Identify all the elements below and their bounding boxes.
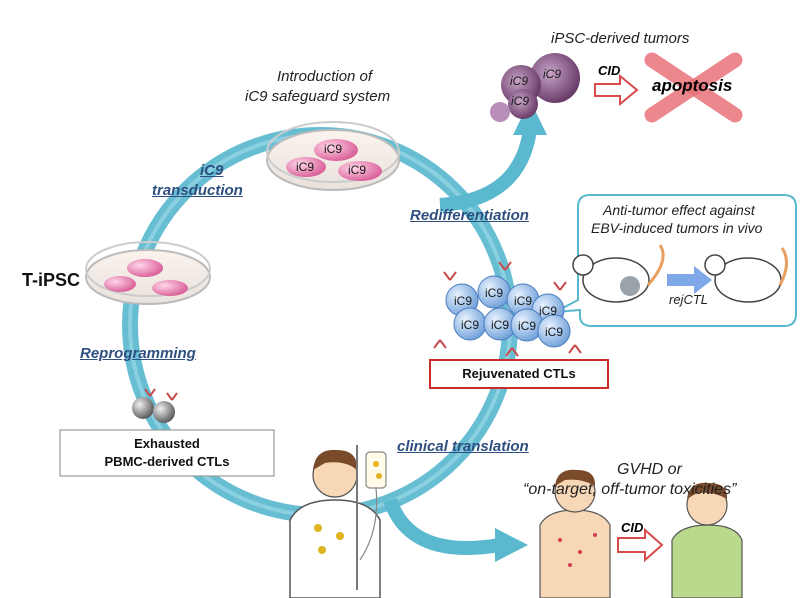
reprogramming-label: Reprogramming <box>80 345 196 362</box>
intro-text-line1: Introduction of <box>277 68 373 85</box>
gvhd-line1: GVHD or <box>617 461 682 478</box>
cell-ic9-2: iC9 <box>485 286 504 300</box>
exhausted-label-line2: PBMC-derived CTLs <box>104 454 230 469</box>
cell-ic9-5: iC9 <box>461 318 480 332</box>
rejuvenated-label: Rejuvenated CTLs <box>462 366 576 381</box>
redifferentiation-label: Redifferentiation <box>410 207 529 224</box>
cell-ic9-7: iC9 <box>518 319 537 333</box>
petri-dish-left <box>85 241 211 305</box>
hollow-arrow-bottom <box>617 527 664 563</box>
intro-text-line2: iC9 safeguard system <box>245 88 391 105</box>
mouse-cured <box>704 247 788 303</box>
exhausted-label-line1: Exhausted <box>134 436 200 451</box>
cid-top-label: CID <box>598 63 621 78</box>
cid-bottom-label: CID <box>621 520 644 535</box>
cell-ic9-3: iC9 <box>514 294 533 308</box>
ic9-transduction-line2: transduction <box>152 182 243 199</box>
patient-sick <box>539 469 611 598</box>
antitumor-line2: EBV-induced tumors in vivo <box>591 220 763 236</box>
tumors-label: iPSC-derived tumors <box>551 30 690 47</box>
tumor-ic9-1: iC9 <box>510 74 529 88</box>
ctl-cluster <box>433 261 582 357</box>
mouse-tumor <box>572 244 665 303</box>
cross-mark <box>644 52 743 123</box>
rejuvenated-box <box>429 359 609 389</box>
cell-ic9-4: iC9 <box>539 304 558 318</box>
tumor-ic9-2: iC9 <box>543 67 562 81</box>
cell-ic9-6: iC9 <box>491 318 510 332</box>
exhausted-cells <box>132 388 178 423</box>
tumor-mass <box>490 53 580 122</box>
ic9-transduction-line1: iC9 <box>200 162 224 179</box>
branch-arrow-gvhd <box>383 497 502 555</box>
mouse-arrow <box>667 266 712 294</box>
cell-ic9-8: iC9 <box>545 325 564 339</box>
patient-healthy <box>671 482 743 598</box>
petri-dish-top <box>266 121 400 191</box>
iv-drip <box>356 445 387 590</box>
exhausted-box <box>59 429 275 477</box>
tipsc-label: T-iPSC <box>22 270 81 290</box>
clinical-translation-label: clinical translation <box>397 438 529 455</box>
antitumor-line1: Anti-tumor effect against <box>603 202 755 218</box>
dish-ic9-1: iC9 <box>324 142 343 156</box>
cell-ic9-1: iC9 <box>454 294 473 308</box>
dish-ic9-3: iC9 <box>348 163 367 177</box>
rejctl-label: rejCTL <box>669 292 709 307</box>
branch-arrow-tumor-head <box>513 100 547 135</box>
branch-arrow-gvhd-head <box>495 528 528 562</box>
apoptosis-label: apoptosis <box>652 76 733 95</box>
gvhd-line2: “on-target, off-tumor toxicities” <box>523 481 737 498</box>
dish-ic9-2: iC9 <box>296 160 315 174</box>
tumor-ic9-3: iC9 <box>511 94 530 108</box>
hollow-arrow-top <box>594 73 639 107</box>
branch-arrow-tumor <box>439 128 537 212</box>
